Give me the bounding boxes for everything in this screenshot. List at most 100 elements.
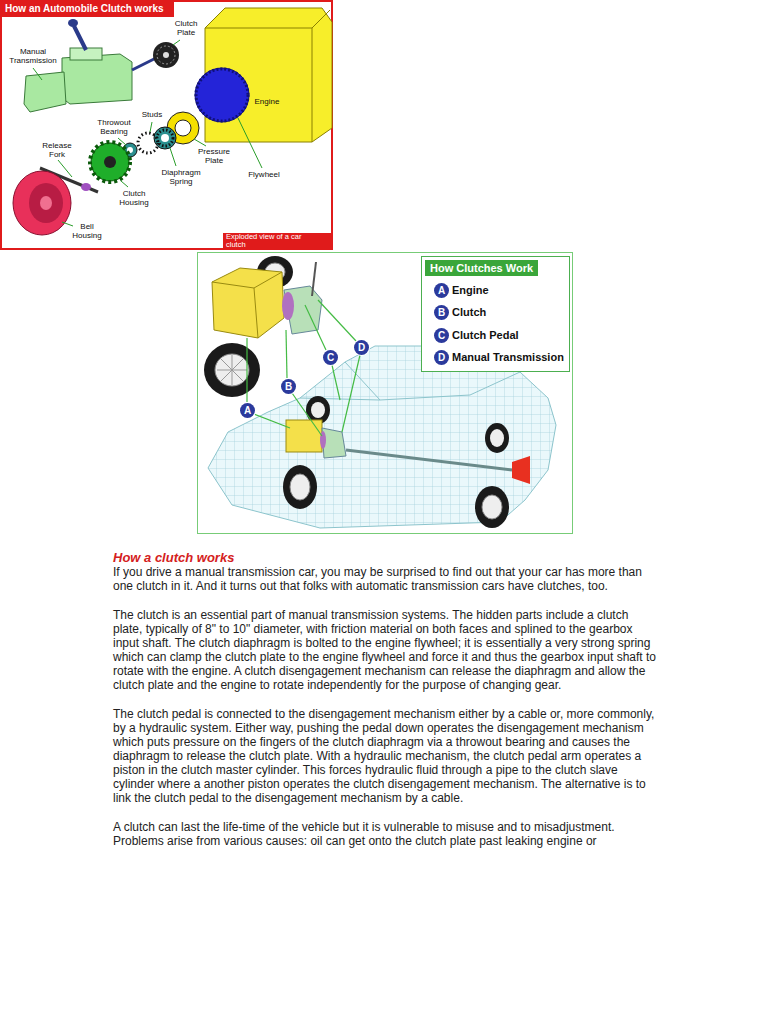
section-heading: How a clutch works <box>113 550 661 565</box>
clutch-parts-drawing-part <box>90 142 130 182</box>
leader-lines-part <box>118 138 126 145</box>
part-label: Clutch Housing <box>116 189 152 207</box>
callout-leaders-part <box>342 355 360 432</box>
transmission-drawing-part <box>132 58 156 70</box>
callout-letter: D <box>434 350 449 365</box>
transmission-drawing-part <box>74 26 86 50</box>
callout-number: C <box>323 350 338 365</box>
engine-inset-drawing <box>204 256 322 397</box>
body-paragraph: A clutch can last the life-time of the v… <box>113 820 661 848</box>
caption-bar: Exploded view of a car clutch <box>223 233 331 249</box>
leader-lines-part <box>33 68 42 80</box>
legend-row: CClutch Pedal <box>434 326 519 344</box>
leader-lines-part <box>58 160 72 177</box>
caption-text: Exploded view of a car clutch <box>226 233 306 249</box>
engine-inset-drawing-part <box>212 282 258 338</box>
leader-lines <box>33 40 262 226</box>
part-label: Manual Transmission <box>6 47 60 65</box>
legend-label: Clutch <box>452 305 486 320</box>
part-label: Bell Housing <box>70 222 104 240</box>
callout-leaders-part <box>292 393 322 436</box>
car-view-part <box>198 253 573 534</box>
clutch-plate-drawing-part <box>153 42 179 68</box>
text-column: How a clutch worksIf you drive a manual … <box>113 550 661 863</box>
engine-inset-drawing-part <box>204 343 260 397</box>
car-drivetrain-drawing-part <box>283 465 317 509</box>
callout-letter: C <box>434 328 449 343</box>
legend-box: How Clutches WorkAEngineBClutchCClutch P… <box>421 256 570 372</box>
callout-leaders-part <box>318 300 356 341</box>
car-drivetrain-drawing-part <box>490 429 504 447</box>
leader-lines-part <box>121 181 128 187</box>
callout-leaders-part <box>286 330 287 378</box>
car-drivetrain-drawing-part <box>485 423 509 453</box>
car-drivetrain-drawing-part <box>482 495 502 519</box>
callout-leaders <box>247 300 360 436</box>
legend-row: AEngine <box>434 281 489 299</box>
clutch-parts-drawing-part <box>40 196 52 210</box>
body-paragraph: If you drive a manual transmission car, … <box>113 565 661 593</box>
callout-leaders-part <box>246 338 247 402</box>
callout-leaders-part <box>254 414 290 428</box>
part-label: Flywheel <box>246 170 282 179</box>
engine-inset-drawing-part <box>217 355 247 385</box>
car-wireframe-part <box>208 346 556 528</box>
leader-lines-part <box>62 222 73 226</box>
clutch-parts-drawing-part <box>175 120 191 136</box>
body-paragraph: The clutch is an essential part of manua… <box>113 608 661 692</box>
leader-lines-part <box>150 122 152 132</box>
clutch-parts-drawing-part <box>138 133 158 153</box>
clutch-parts-drawing-part <box>154 127 176 149</box>
clutch-parts-drawing-part <box>104 156 116 168</box>
engine-inset-drawing-part <box>282 292 294 320</box>
part-label: Studs <box>140 110 164 119</box>
callout-letter: B <box>434 305 449 320</box>
leader-lines-part <box>170 148 176 166</box>
part-label: Release Fork <box>40 141 74 159</box>
transmission-drawing-part <box>24 72 66 112</box>
legend-label: Clutch Pedal <box>452 328 519 343</box>
clutch-parts-drawing-part <box>13 171 71 235</box>
engine-inset-drawing-part <box>312 262 316 296</box>
clutch-plate-drawing <box>153 42 179 68</box>
exploded-view <box>1 1 332 249</box>
clutch-parts-drawing-part <box>91 143 129 181</box>
engine-drawing <box>195 8 332 142</box>
engine-inset-drawing-part <box>215 354 249 386</box>
clutch-plate-drawing-part <box>163 52 169 58</box>
car-view <box>198 253 573 534</box>
transmission-drawing <box>24 19 156 112</box>
engine-inset-drawing-part <box>212 268 284 338</box>
leader-lines-part <box>238 118 262 168</box>
part-label: Throwout Bearing <box>94 118 134 136</box>
part-label: Clutch Plate <box>172 19 200 37</box>
body-paragraph: The clutch pedal is connected to the dis… <box>113 707 661 805</box>
clutch-parts-drawing-part <box>29 183 63 223</box>
car-drivetrain-drawing-part <box>290 474 310 500</box>
callout-number: B <box>281 379 296 394</box>
clutch-parts-drawing-part <box>161 134 169 142</box>
callout-leaders-part <box>305 305 326 350</box>
part-label: Diaphragm Spring <box>158 168 204 186</box>
engine-drawing-part <box>196 69 248 121</box>
transmission-drawing-part <box>62 54 132 104</box>
engine-drawing-part <box>312 10 330 28</box>
legend-label: Manual Transmission <box>452 350 564 365</box>
exploded-view-part <box>1 1 332 249</box>
transmission-drawing-part <box>68 19 78 27</box>
legend-label: Engine <box>452 283 489 298</box>
car-drivetrain-drawing-part <box>311 402 325 418</box>
leader-lines-part <box>173 40 180 45</box>
car-drivetrain-drawing-part <box>346 450 512 470</box>
part-label: Pressure Plate <box>196 147 232 165</box>
legend-heading: How Clutches Work <box>425 260 538 276</box>
callout-number: D <box>354 340 369 355</box>
legend-row: DManual Transmission <box>434 348 564 366</box>
clutch-parts-drawing-part <box>81 183 91 191</box>
part-label: Engine <box>250 97 284 106</box>
clutch-plate-drawing-part <box>157 46 175 64</box>
car-drivetrain-drawing-part <box>475 486 509 528</box>
car-drivetrain-drawing <box>283 396 530 528</box>
